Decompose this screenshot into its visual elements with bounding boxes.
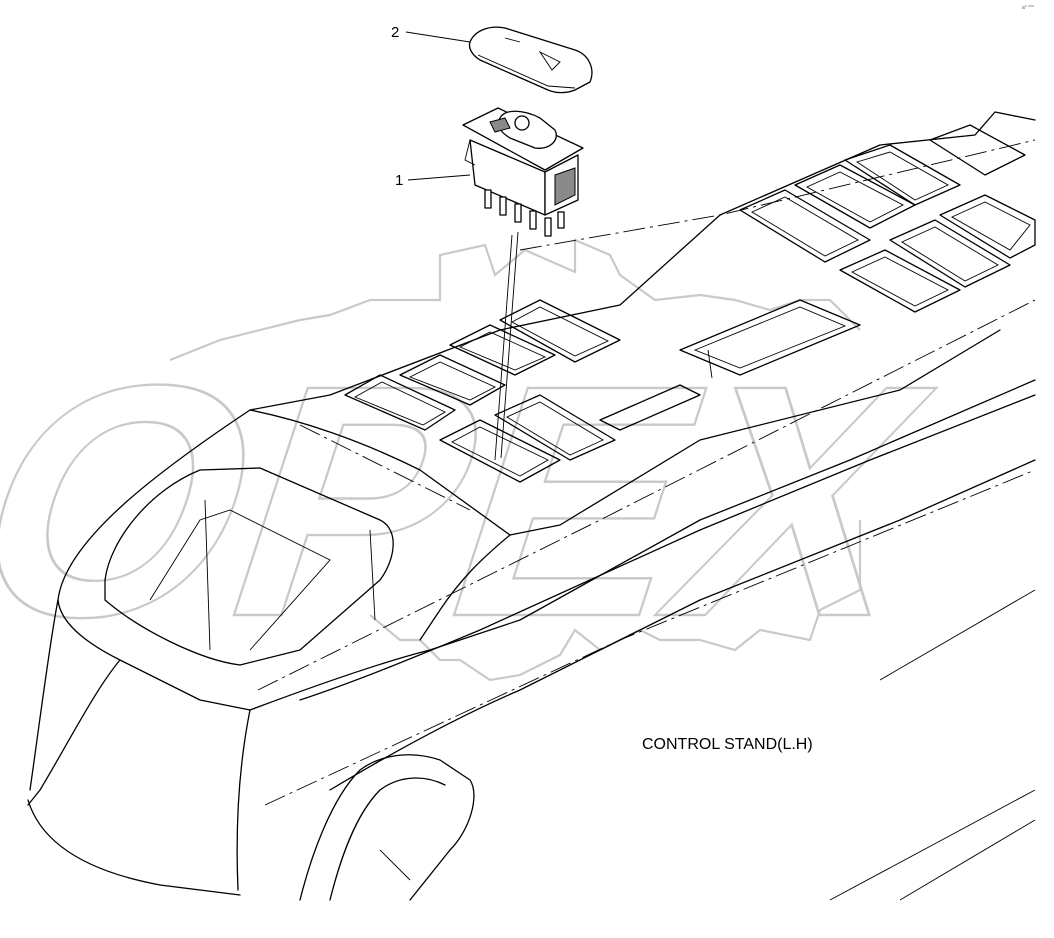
rocker-switch bbox=[462, 107, 584, 237]
diagram-caption: CONTROL STAND(L.H) bbox=[642, 736, 813, 753]
switch-recesses bbox=[344, 299, 861, 483]
corner-mark: a° °°° bbox=[1022, 5, 1034, 11]
callout-1: 1 bbox=[395, 172, 471, 189]
control-stand bbox=[27, 111, 1036, 901]
callout-2-number: 2 bbox=[391, 24, 399, 41]
rear-switch-recesses bbox=[739, 124, 1036, 313]
switch-cap bbox=[468, 26, 593, 94]
callout-2: 2 bbox=[391, 24, 471, 43]
watermark-logo: OPEX bbox=[0, 238, 972, 686]
callout-1-number: 1 bbox=[395, 172, 403, 189]
assembly-line bbox=[494, 234, 513, 461]
watermark-text: OPEX bbox=[0, 316, 971, 685]
